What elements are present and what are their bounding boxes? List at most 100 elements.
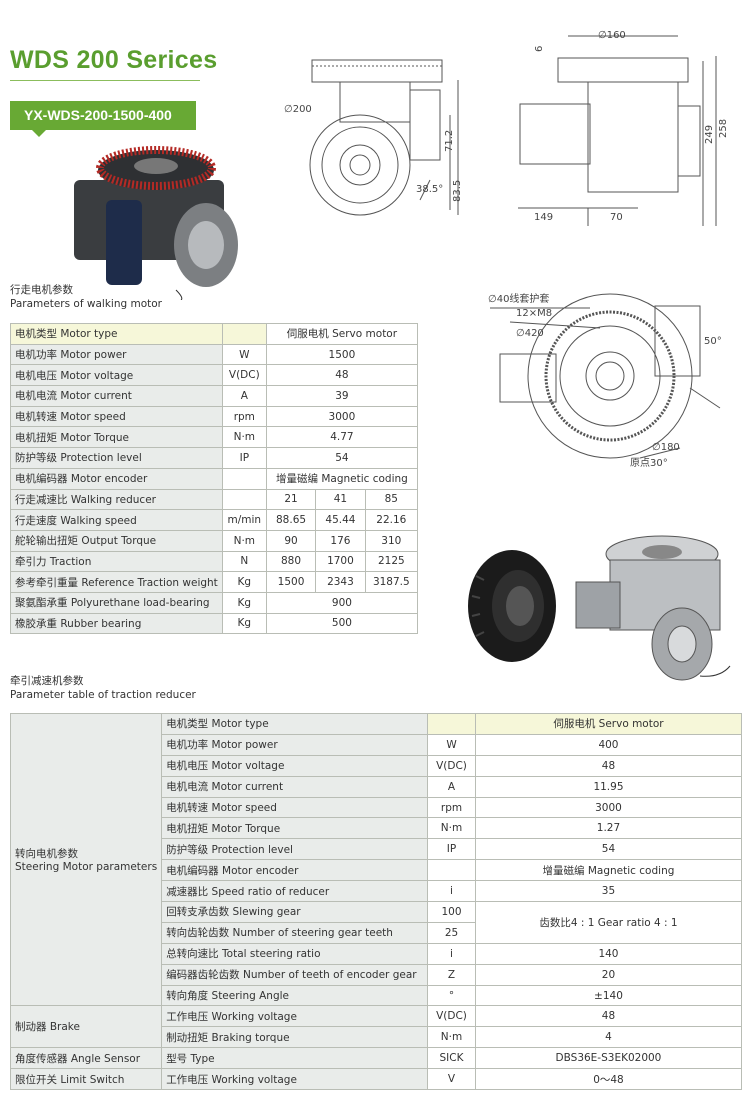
table-row: 限位开关 Limit Switch 工作电压 Working voltage V… bbox=[9, 1068, 743, 1091]
row-unit: IP bbox=[427, 838, 476, 861]
row-name: 橡胶承重 Rubber bearing bbox=[10, 612, 223, 635]
row-value: 3000 bbox=[265, 405, 419, 428]
table-row: 防护等级 Protection level IP 54 bbox=[10, 447, 419, 469]
table-row: 编码器齿轮齿数 Number of teeth of encoder gear … bbox=[11, 963, 743, 986]
row-unit: Kg bbox=[221, 591, 267, 614]
row-value: 140 bbox=[474, 942, 743, 965]
row-value-ratio-1: 21 bbox=[265, 488, 317, 511]
tire-render bbox=[468, 550, 556, 662]
table-row: 减速器比 Speed ratio of reducer i 35 bbox=[11, 880, 743, 903]
angle-sensor-group: 角度传感器 Angle Sensor bbox=[9, 1047, 163, 1070]
table-row: 电机编码器 Motor encoder 增量磁编 Magnetic coding bbox=[11, 859, 743, 882]
row-unit: Kg bbox=[221, 612, 267, 635]
row-unit: N·m bbox=[221, 426, 267, 449]
steering-motor-group: 转向电机参数 Steering Motor parameters bbox=[9, 712, 163, 1007]
row-name: 电机编码器 Motor encoder bbox=[10, 467, 223, 490]
row-name: 电机转速 Motor speed bbox=[161, 796, 429, 819]
model-badge: YX-WDS-200-1500-400 bbox=[10, 101, 196, 137]
dim-71-2: 71.2 bbox=[444, 130, 455, 152]
row-name: 聚氨酯承重 Polyurethane load-bearing bbox=[10, 591, 223, 614]
row-unit: W bbox=[427, 733, 476, 756]
row-value-ratio-1: 880 bbox=[265, 550, 317, 573]
table-row: 电机电压 Motor voltage V(DC) 48 bbox=[10, 364, 419, 387]
row-name: 电机电压 Motor voltage bbox=[161, 754, 429, 777]
row-value: 54 bbox=[474, 838, 743, 861]
row-value: 4.77 bbox=[265, 426, 419, 449]
row-name: 减速器比 Speed ratio of reducer bbox=[161, 880, 429, 903]
dim-258: 258 bbox=[718, 119, 729, 138]
row-name: 电机扭矩 Motor Torque bbox=[10, 426, 223, 449]
row-value-ratio-2: 176 bbox=[315, 529, 366, 552]
row-value-ratio-3: 85 bbox=[364, 488, 419, 511]
row-unit bbox=[221, 467, 267, 490]
row-name: 防护等级 Protection level bbox=[161, 838, 429, 861]
table-row: 转向齿轮齿数 Number of steering gear teeth 25 bbox=[11, 921, 742, 944]
row-unit: N bbox=[221, 550, 267, 573]
row-value: 900 bbox=[265, 591, 419, 614]
row-value-ratio-1: 1500 bbox=[265, 571, 317, 593]
dim-d420: ∅420 bbox=[516, 328, 544, 339]
table-row: 电机电流 Motor current A 11.95 bbox=[11, 775, 743, 798]
row-unit: 25 bbox=[427, 921, 476, 944]
row-unit: Kg bbox=[221, 571, 267, 593]
row-value: 增量磁编 Magnetic coding bbox=[474, 859, 743, 882]
row-name: 电机电流 Motor current bbox=[10, 385, 223, 407]
row-value: 400 bbox=[474, 733, 743, 756]
dim-249: 249 bbox=[704, 125, 715, 144]
walking-motor-table: 电机类型 Motor type 伺服电机 Servo motor 电机功率 Mo… bbox=[10, 323, 419, 635]
row-value: 500 bbox=[265, 612, 419, 635]
row-value: DBS36E-S3EK02000 bbox=[474, 1047, 743, 1070]
limit-switch-group: 限位开关 Limit Switch bbox=[9, 1068, 163, 1091]
table-row: 转向电机参数 Steering Motor parameters 电机类型 Mo… bbox=[9, 712, 743, 1007]
table-row: 防护等级 Protection level IP 54 bbox=[11, 838, 743, 861]
row-value-ratio-3: 22.16 bbox=[364, 509, 419, 531]
row-unit: A bbox=[221, 385, 267, 407]
row-name: 电机功率 Motor power bbox=[10, 343, 223, 366]
row-value: ±140 bbox=[474, 984, 743, 1007]
row-name: 牵引力 Traction bbox=[10, 550, 223, 573]
row-unit: V(DC) bbox=[427, 754, 476, 777]
assembly-render bbox=[575, 535, 731, 681]
dim-50-deg: 50° bbox=[704, 336, 722, 347]
row-name: 型号 Type bbox=[161, 1047, 429, 1070]
row-value-ratio-2: 2343 bbox=[315, 571, 366, 593]
row-name: 制动扭矩 Braking torque bbox=[161, 1026, 429, 1049]
row-value-ratio-2: 1700 bbox=[315, 550, 366, 573]
dim-d200: ∅200 bbox=[284, 104, 312, 115]
row-value: 1.27 bbox=[474, 817, 743, 840]
table-row: 橡胶承重 Rubber bearing Kg 500 bbox=[10, 612, 419, 635]
row-value-ratio-3: 2125 bbox=[364, 550, 419, 573]
row-name: 电机功率 Motor power bbox=[161, 733, 429, 756]
table-row: 电机功率 Motor power W 1500 bbox=[10, 343, 419, 366]
row-name: 工作电压 Working voltage bbox=[161, 1068, 429, 1091]
row-value: 增量磁编 Magnetic coding bbox=[265, 467, 419, 490]
row-unit: 100 bbox=[427, 901, 476, 923]
row-name: 转向角度 Steering Angle bbox=[161, 984, 429, 1007]
row-unit: N·m bbox=[427, 817, 476, 840]
table-row: 电机电流 Motor current A 39 bbox=[10, 385, 419, 407]
row-name: 转向齿轮齿数 Number of steering gear teeth bbox=[161, 921, 429, 944]
label-hose-sleeve: ∅40线套护套 bbox=[488, 292, 549, 305]
table-row: 行走速度 Walking speed m/min 88.65 45.44 22.… bbox=[10, 509, 419, 531]
dim-d180: ∅180 bbox=[652, 442, 680, 453]
top-view-drawing: ∅40线套护套 12×M8 ∅420 50° ∅180 原点30° bbox=[488, 292, 722, 469]
row-value: 20 bbox=[474, 963, 743, 986]
row-name: 总转向速比 Total steering ratio bbox=[161, 942, 429, 965]
traction-title-cn: 牵引减速机参数 bbox=[10, 675, 84, 687]
row-unit: A bbox=[427, 775, 476, 798]
row-name: 电机类型 Motor type bbox=[161, 713, 429, 735]
front-view-drawing: ∅160 6 249 258 149 70 bbox=[518, 30, 729, 226]
row-unit: rpm bbox=[221, 405, 267, 428]
row-unit: ° bbox=[427, 984, 476, 1007]
row-value-ratio-1: 88.65 bbox=[265, 509, 317, 531]
row-value: 11.95 bbox=[474, 775, 743, 798]
row-name: 电机电流 Motor current bbox=[161, 775, 429, 798]
row-value: 48 bbox=[474, 1005, 743, 1028]
row-unit bbox=[221, 488, 267, 511]
row-value: 伺服电机 Servo motor bbox=[474, 713, 743, 735]
row-unit bbox=[427, 713, 476, 735]
row-name: 行走减速比 Walking reducer bbox=[10, 488, 223, 511]
row-unit: m/min bbox=[221, 509, 267, 531]
page-title: WDS 200 Serices bbox=[10, 46, 218, 74]
row-value: 伺服电机 Servo motor bbox=[265, 323, 419, 345]
